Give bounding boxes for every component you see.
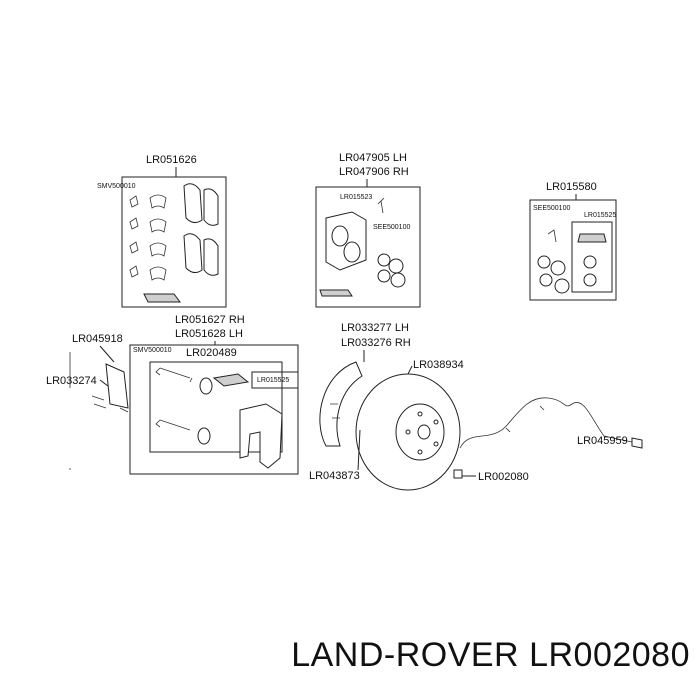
- label-repair-kit: LR015580: [546, 181, 597, 193]
- seal-ring-2: [388, 258, 404, 274]
- pad-clips: [129, 194, 167, 281]
- repair-kit-group: LR015580 SEE500100 LR015525: [529, 181, 617, 301]
- wear-sensor-clips: [505, 405, 545, 433]
- bracket-plate: [105, 363, 129, 409]
- seal-ring-3: [377, 269, 391, 283]
- label-disc-screw: LR002080: [478, 471, 529, 483]
- label-repair-screw: LR015525: [584, 212, 616, 219]
- caliper-piston-1: [331, 225, 349, 247]
- leader-bracket-a: [99, 345, 115, 363]
- brake-pad-4: [203, 238, 219, 276]
- label-wear-sensor: LR045959: [577, 435, 628, 447]
- guide-bushing-2: [197, 427, 211, 445]
- repair-ring-6: [583, 273, 597, 287]
- guide-bolt-1: [155, 367, 193, 383]
- label-carrier-lh: LR051628 LH: [175, 328, 243, 340]
- label-repair-seal: SEE500100: [533, 205, 570, 212]
- caliper-frame: [315, 186, 421, 308]
- pad-kit-group: LR051626 SMV500010: [97, 154, 227, 308]
- part-title: LAND-ROVER LR002080: [0, 636, 690, 675]
- label-caliper-rh: LR047906 RH: [339, 166, 409, 178]
- brake-disc-hub: [417, 424, 431, 440]
- seal-ring-4: [390, 272, 406, 288]
- repair-pad-clip: [577, 233, 607, 243]
- repair-ring-3: [539, 273, 553, 287]
- label-carrier-rh: LR051627 RH: [175, 314, 245, 326]
- pad-wear-plate: [143, 293, 181, 303]
- brand-name: LAND-ROVER: [291, 636, 520, 674]
- brake-pad-1: [183, 183, 203, 224]
- label-disc: LR038934: [413, 359, 464, 371]
- repair-kit-frame: [529, 199, 617, 301]
- guide-bushing-1: [199, 377, 213, 395]
- wear-sensor-cable: [459, 397, 633, 449]
- label-caliper-lh: LR047905 LH: [339, 152, 407, 164]
- splash-shield: [319, 361, 363, 447]
- part-number: LR002080: [529, 636, 690, 674]
- label-bolt-mid: SMV500010: [133, 347, 172, 354]
- repair-ring-1: [537, 255, 551, 269]
- label-pads-mid: LR020489: [186, 347, 237, 359]
- wear-sensor-plug: [631, 437, 643, 449]
- carrier-group: LR051627 RH LR051628 LH SMV500010 LR0204…: [46, 314, 299, 475]
- label-shield-rh: LR033276 RH: [341, 337, 411, 349]
- repair-ring-5: [583, 255, 597, 269]
- disc-bolt-holes: [405, 411, 439, 455]
- pad-kit-frame: [121, 176, 227, 308]
- disc-group: LR033277 LH LR033276 RH LR038934 LR04387…: [309, 322, 643, 491]
- caliper-piston-2: [343, 241, 361, 263]
- carrier-outer-frame: [129, 344, 299, 475]
- brake-pad-3: [183, 233, 203, 274]
- brake-pad-2: [203, 188, 219, 226]
- screw-mid-box: [251, 371, 299, 389]
- leader-bracket-b: [99, 379, 109, 387]
- repair-inner-frame: [571, 221, 613, 293]
- splash-shield-ribs: [330, 403, 340, 419]
- label-pads-kit-top: LR051626: [146, 154, 197, 166]
- guide-bolt-2: [155, 419, 191, 431]
- label-bolt-top-left: SMV500010: [97, 183, 136, 190]
- leader-shield-bolt: [357, 429, 361, 471]
- bracket-bolts: [91, 395, 129, 413]
- carrier-inner-frame: [149, 361, 283, 453]
- seal-ring-1: [377, 253, 391, 267]
- repair-screw-drawing: [547, 229, 557, 243]
- disc-retaining-screw: [453, 469, 463, 479]
- label-shield-bolt: LR043873: [309, 470, 360, 482]
- carrier-pad-plate: [212, 373, 250, 387]
- label-shield-lh: LR033277 LH: [341, 322, 409, 334]
- caliper-plate: [319, 289, 353, 297]
- repair-ring-4: [554, 278, 570, 294]
- caliper-carrier: [239, 403, 283, 469]
- label-bracket-a: LR045918: [72, 333, 123, 345]
- repair-ring-2: [550, 260, 566, 276]
- label-bracket-b: LR033274: [46, 375, 97, 387]
- label-seal-kit-caliper: SEE500100: [373, 224, 410, 231]
- bleed-screw-drawing: [377, 197, 385, 214]
- label-bleed-screw: LR015523: [340, 194, 372, 201]
- label-screw-mid: LR015525: [257, 377, 289, 384]
- caliper-group: LR047905 LH LR047906 RH LR015523 SEE5001…: [315, 152, 421, 308]
